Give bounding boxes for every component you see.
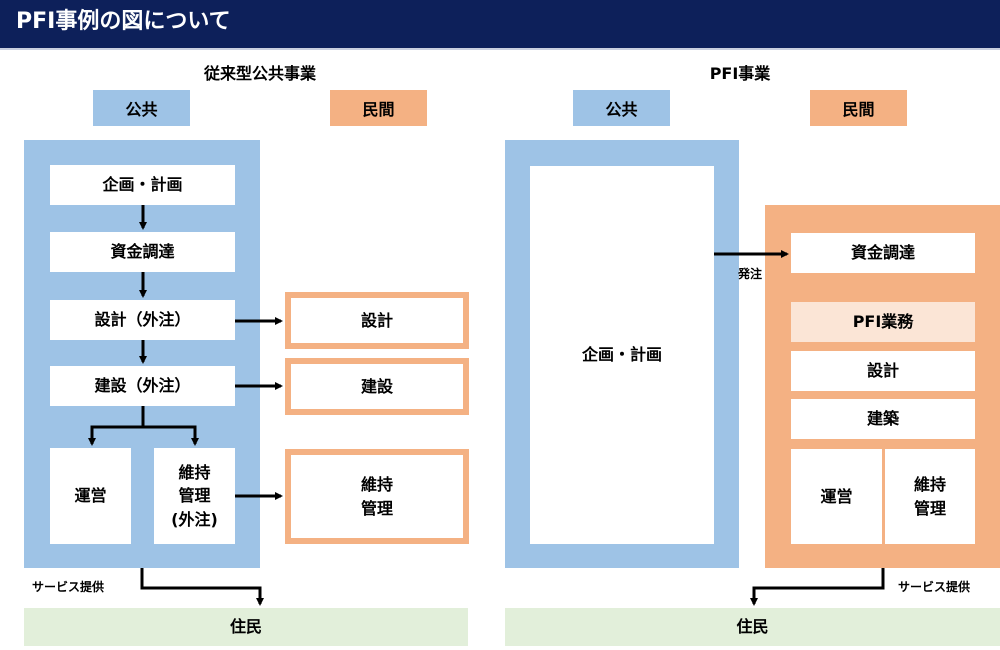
private-design-box: 設計 [285, 292, 469, 349]
arrow-construction-split [88, 406, 145, 446]
header-divider [0, 48, 1000, 50]
traditional-private-label: 民間 [330, 90, 427, 126]
arrow-construction-to-maintenance [143, 425, 199, 446]
pfi-work-box: PFI業務 [791, 302, 975, 342]
traditional-public-label: 公共 [93, 90, 190, 126]
traditional-construction-box: 建設（外注） [50, 366, 235, 406]
pfi-design-box: 設計 [791, 351, 975, 391]
pfi-section-title: PFI事業 [709, 64, 771, 83]
pfi-construction-box: 建築 [791, 399, 975, 439]
pfi-residents-bar: 住民 [505, 608, 1000, 646]
private-construction-box: 建設 [285, 358, 469, 415]
arrow-traditional-service [140, 568, 264, 606]
traditional-planning-box: 企画・計画 [50, 165, 235, 205]
traditional-funding-box: 資金調達 [50, 232, 235, 272]
traditional-residents-bar: 住民 [24, 608, 468, 646]
pfi-maintenance-box: 維持 管理 [885, 449, 975, 544]
traditional-section-title: 従来型公共事業 [203, 64, 316, 83]
pfi-planning-box: 企画・計画 [530, 166, 714, 544]
pfi-private-label: 民間 [810, 90, 907, 126]
traditional-maintenance-box: 維持 管理 (外注) [154, 448, 235, 544]
traditional-design-box: 設計（外注） [50, 300, 235, 340]
pfi-operation-box: 運営 [791, 449, 882, 544]
traditional-operation-box: 運営 [50, 448, 131, 544]
pfi-public-label: 公共 [573, 90, 670, 126]
page-title: PFI事例の図について [16, 9, 231, 34]
pfi-service-label: サービス提供 [898, 580, 971, 594]
arrow-pfi-service [750, 568, 885, 606]
page-header: PFI事例の図について [0, 0, 1000, 48]
pfi-funding-box: 資金調達 [791, 233, 975, 273]
private-maintenance-box: 維持 管理 [285, 449, 469, 544]
pfi-order-label: 発注 [738, 267, 763, 281]
traditional-service-label: サービス提供 [32, 580, 105, 594]
